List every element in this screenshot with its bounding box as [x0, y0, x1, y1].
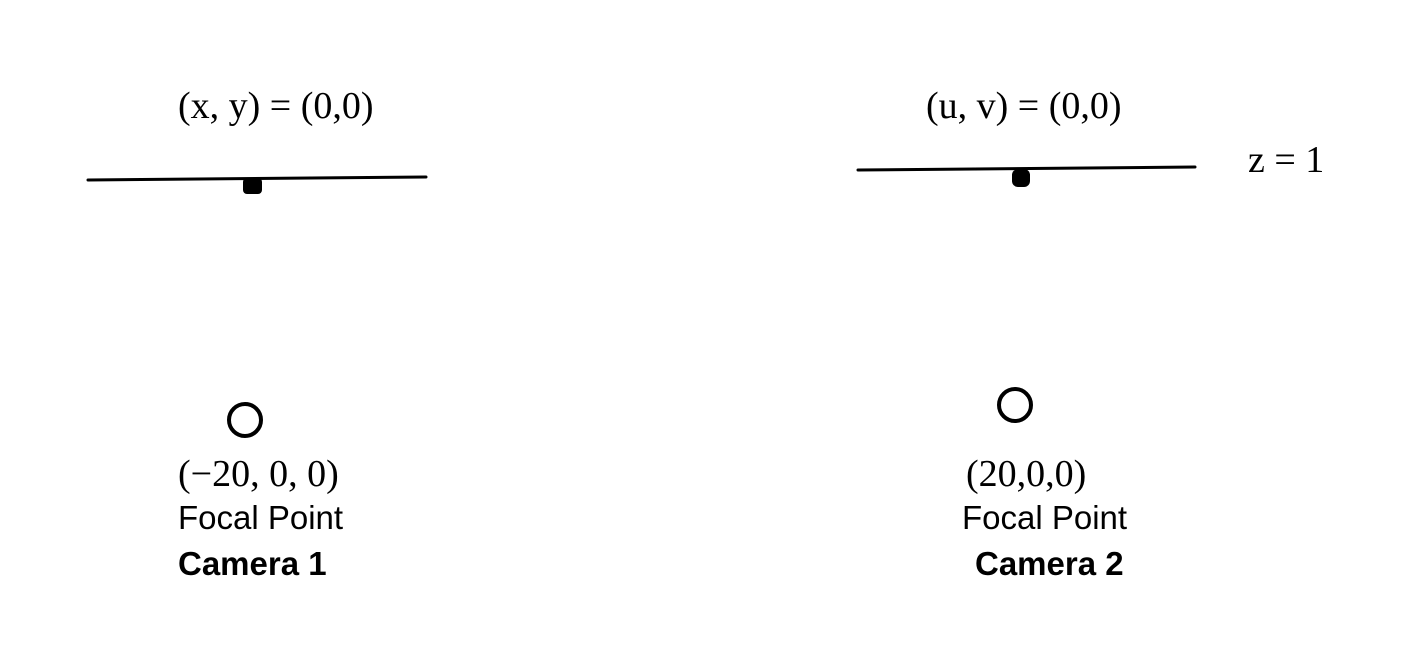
camera-1-image-point	[243, 178, 262, 194]
camera-1-focal-label: Focal Point	[178, 499, 343, 536]
camera-2-focal-coords: (20,0,0)	[966, 453, 1086, 495]
camera-1-image-point-label: (x, y) = (0,0)	[178, 85, 374, 127]
camera-2-group: (u, v) = (0,0) z = 1 (20,0,0) Focal Poin…	[856, 85, 1324, 582]
camera-2-focal-label: Focal Point	[962, 499, 1127, 536]
camera-2-image-plane	[856, 165, 1197, 172]
image-plane-label: z = 1	[1248, 139, 1324, 181]
camera-1-title: Camera 1	[178, 545, 327, 582]
camera-2-title: Camera 2	[975, 545, 1124, 582]
camera-2-image-point-label: (u, v) = (0,0)	[926, 85, 1122, 127]
camera-1-focal-coords: (−20, 0, 0)	[178, 453, 339, 495]
camera-1-group: (x, y) = (0,0) (−20, 0, 0) Focal Point C…	[86, 85, 428, 582]
camera-1-focal-point	[227, 402, 263, 438]
camera-2-focal-point	[997, 387, 1033, 423]
camera-2-image-point	[1012, 169, 1030, 187]
